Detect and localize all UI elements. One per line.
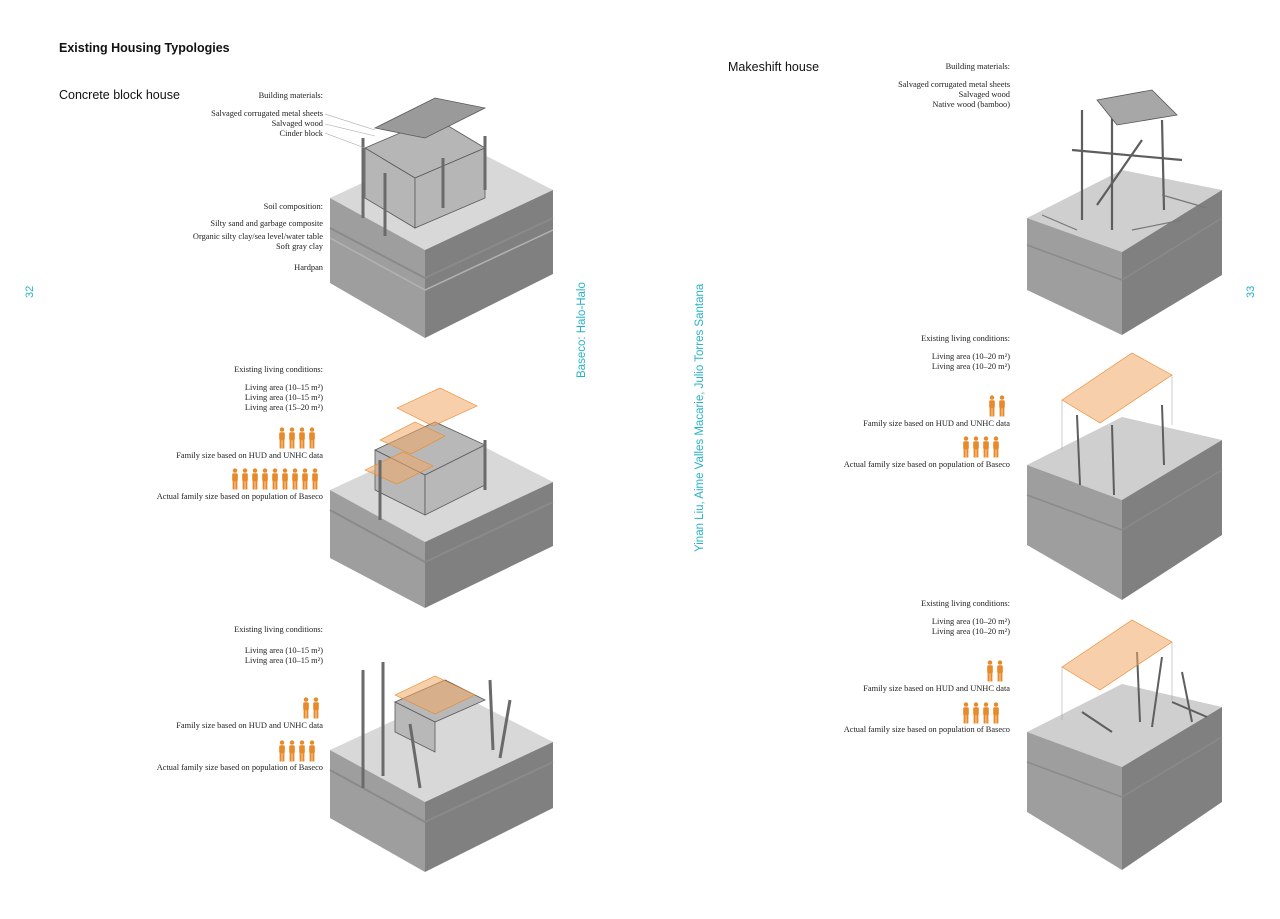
person-icon xyxy=(998,395,1006,417)
living-conditions-heading: Existing living conditions: xyxy=(921,334,1010,343)
person-icon xyxy=(962,436,970,458)
soil-label: Hardpan xyxy=(294,263,323,273)
living-conditions-heading: Existing living conditions: xyxy=(234,625,323,634)
actual-family-label: Actual family size based on population o… xyxy=(844,725,1010,735)
hud-family-icons xyxy=(278,427,316,449)
hud-family-icons xyxy=(302,697,320,719)
person-icon xyxy=(988,395,996,417)
living-area-label: Living area (10–20 m²) xyxy=(932,617,1010,627)
person-icon xyxy=(288,740,296,762)
person-icon xyxy=(298,427,306,449)
soil-composition-heading: Soil composition: xyxy=(264,202,323,211)
person-icon xyxy=(992,436,1000,458)
material-label: Salvaged wood xyxy=(211,119,323,129)
page-title: Existing Housing Typologies xyxy=(59,41,230,55)
person-icon xyxy=(972,702,980,724)
person-icon xyxy=(261,468,269,490)
material-label: Salvaged corrugated metal sheets xyxy=(898,80,1010,90)
actual-family-label: Actual family size based on population o… xyxy=(844,460,1010,470)
person-icon xyxy=(992,702,1000,724)
material-label: Cinder block xyxy=(211,129,323,139)
material-label: Native wood (bamboo) xyxy=(898,100,1010,110)
concrete-house-axonometric-2 xyxy=(325,370,557,610)
concrete-house-axonometric-3 xyxy=(325,640,557,880)
actual-family-icons xyxy=(962,702,1000,724)
makeshift-house-axonometric-3 xyxy=(1022,612,1227,874)
page-number-right: 33 xyxy=(1245,286,1257,298)
actual-family-icons xyxy=(278,740,316,762)
person-icon xyxy=(302,697,310,719)
living-area-list: Living area (10–20 m²) Living area (10–2… xyxy=(932,352,1010,372)
material-label: Salvaged corrugated metal sheets xyxy=(211,109,323,119)
living-area-label: Living area (10–20 m²) xyxy=(932,362,1010,372)
living-area-list: Living area (10–15 m²) Living area (10–1… xyxy=(245,646,323,666)
hud-family-label: Family size based on HUD and UNHC data xyxy=(863,419,1010,429)
person-icon xyxy=(996,660,1004,682)
concrete-house-title: Concrete block house xyxy=(59,88,180,102)
running-head-title: Baseco: Halo-Halo xyxy=(576,282,588,378)
living-area-label: Living area (10–15 m²) xyxy=(245,393,323,403)
concrete-materials-list: Salvaged corrugated metal sheets Salvage… xyxy=(211,109,323,139)
living-area-label: Living area (10–15 m²) xyxy=(245,646,323,656)
person-icon xyxy=(298,740,306,762)
hud-family-icons xyxy=(988,395,1006,417)
living-conditions-heading: Existing living conditions: xyxy=(234,365,323,374)
person-icon xyxy=(251,468,259,490)
actual-family-icons xyxy=(231,468,319,490)
living-area-label: Living area (10–20 m²) xyxy=(932,627,1010,637)
soil-label: Silty sand and garbage composite xyxy=(210,219,323,229)
person-icon xyxy=(311,468,319,490)
person-icon xyxy=(288,427,296,449)
person-icon xyxy=(982,702,990,724)
makeshift-house-axonometric-1 xyxy=(1022,80,1227,338)
running-head-authors: Yinan Liu, Aime Valles Macarie, Julio To… xyxy=(694,284,706,552)
person-icon xyxy=(986,660,994,682)
living-area-label: Living area (10–15 m²) xyxy=(245,383,323,393)
living-area-label: Living area (10–20 m²) xyxy=(932,352,1010,362)
living-conditions-heading: Existing living conditions: xyxy=(921,599,1010,608)
actual-family-label: Actual family size based on population o… xyxy=(157,763,323,773)
makeshift-materials-list: Salvaged corrugated metal sheets Salvage… xyxy=(898,80,1010,110)
person-icon xyxy=(301,468,309,490)
person-icon xyxy=(271,468,279,490)
actual-family-icons xyxy=(962,436,1000,458)
soil-label: Organic silty clay/sea level/water table xyxy=(193,232,323,242)
building-materials-heading: Building materials: xyxy=(259,91,323,100)
person-icon xyxy=(962,702,970,724)
living-area-list: Living area (10–20 m²) Living area (10–2… xyxy=(932,617,1010,637)
living-area-list: Living area (10–15 m²) Living area (10–1… xyxy=(245,383,323,413)
building-materials-heading: Building materials: xyxy=(946,62,1010,71)
page-number-left: 32 xyxy=(24,286,36,298)
makeshift-house-axonometric-2 xyxy=(1022,345,1227,605)
person-icon xyxy=(308,740,316,762)
person-icon xyxy=(972,436,980,458)
person-icon xyxy=(231,468,239,490)
person-icon xyxy=(312,697,320,719)
person-icon xyxy=(278,427,286,449)
person-icon xyxy=(308,427,316,449)
hud-family-label: Family size based on HUD and UNHC data xyxy=(863,684,1010,694)
material-label: Salvaged wood xyxy=(898,90,1010,100)
person-icon xyxy=(982,436,990,458)
makeshift-house-title: Makeshift house xyxy=(728,60,819,74)
concrete-house-axonometric-1 xyxy=(325,78,557,340)
living-area-label: Living area (15–20 m²) xyxy=(245,403,323,413)
hud-family-label: Family size based on HUD and UNHC data xyxy=(176,451,323,461)
person-icon xyxy=(291,468,299,490)
actual-family-label: Actual family size based on population o… xyxy=(157,492,323,502)
person-icon xyxy=(241,468,249,490)
hud-family-icons xyxy=(986,660,1004,682)
hud-family-label: Family size based on HUD and UNHC data xyxy=(176,721,323,731)
soil-label: Soft gray clay xyxy=(276,242,323,252)
person-icon xyxy=(278,740,286,762)
living-area-label: Living area (10–15 m²) xyxy=(245,656,323,666)
person-icon xyxy=(281,468,289,490)
